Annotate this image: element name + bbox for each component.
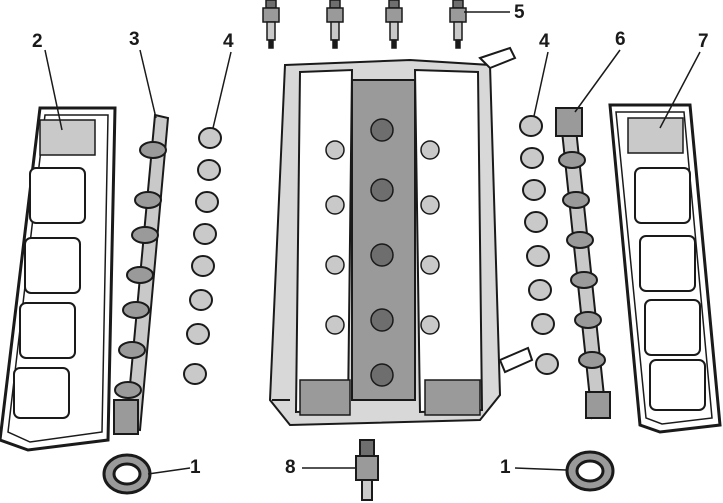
- callout-label-4-left: 4: [223, 31, 234, 52]
- callout-label-6: 6: [615, 29, 626, 50]
- spark-plug-2: [326, 0, 344, 49]
- right-tappet-column: [519, 115, 559, 375]
- callout-label-3: 3: [129, 29, 140, 50]
- right-bearing-cap-frame: [608, 103, 722, 434]
- left-camshaft: [113, 113, 170, 435]
- callout-label-1-right: 1: [500, 457, 511, 478]
- spark-plug-group: [262, 0, 467, 49]
- left-oil-seal: [102, 453, 152, 495]
- right-camshaft: [555, 107, 611, 420]
- spark-plug-4: [449, 0, 467, 49]
- leader-lines: [44, 11, 701, 475]
- cylinder-head: [268, 46, 534, 427]
- callout-label-1-left: 1: [190, 457, 201, 478]
- spark-plug-3: [385, 0, 403, 49]
- left-tappet-column: [183, 127, 222, 385]
- callout-label-8: 8: [285, 457, 296, 478]
- callout-label-5: 5: [514, 2, 525, 23]
- callout-label-2: 2: [32, 31, 43, 52]
- left-bearing-cap-frame: [0, 106, 117, 452]
- sensor-part: [355, 439, 379, 501]
- right-oil-seal: [565, 450, 615, 492]
- callout-label-7: 7: [698, 31, 709, 52]
- spark-plug-1: [262, 0, 280, 49]
- callout-label-4-right: 4: [539, 31, 550, 52]
